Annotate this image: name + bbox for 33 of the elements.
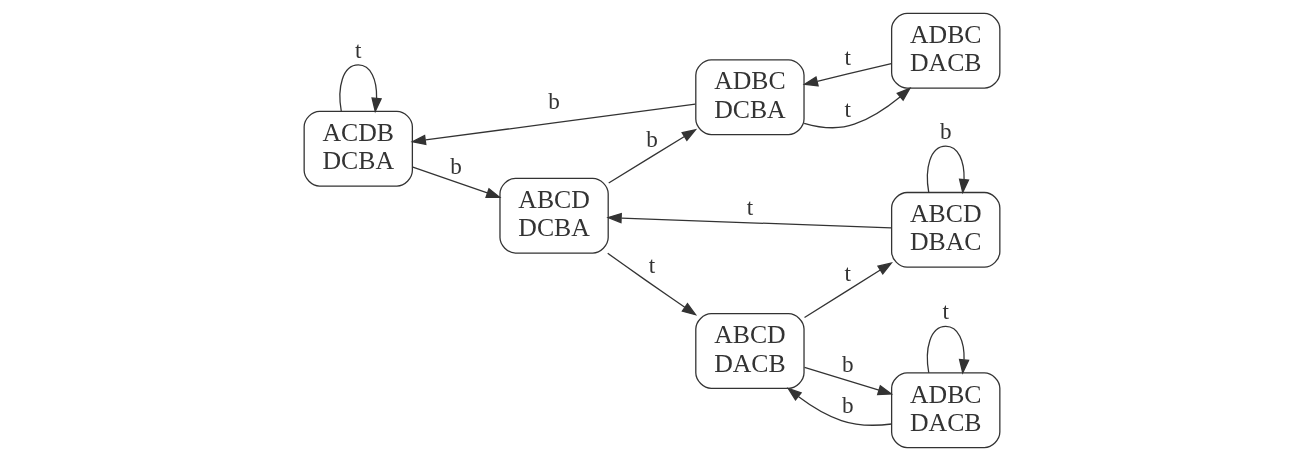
edge-label: b [548, 88, 560, 115]
edge-label: b [842, 392, 854, 419]
arrow [926, 325, 970, 375]
edge-label: b [646, 125, 658, 152]
node-box: ABCD DCBA [499, 177, 609, 254]
arrow [803, 87, 912, 129]
arrow [410, 103, 696, 146]
edge-label: t [355, 36, 362, 63]
arrow [339, 64, 383, 114]
arrow [803, 262, 893, 319]
arrow [803, 366, 894, 396]
edge-label: t [844, 96, 852, 122]
node-box: ABCD DACB [695, 312, 805, 389]
node-box: ADBC DACB [891, 372, 1001, 449]
arrow [802, 62, 892, 87]
arrow [786, 387, 893, 426]
edge-label: b [842, 351, 854, 378]
edge-label: t [844, 44, 852, 71]
node-box: ADBC DACB [891, 12, 1001, 89]
arrow [412, 166, 502, 198]
node-box: ACDB DCBA [303, 110, 413, 187]
edge-label: t [942, 298, 949, 325]
edge-label: t [746, 193, 754, 220]
edge-label: b [450, 152, 462, 179]
arrow [606, 212, 892, 229]
edge-label: t [844, 259, 852, 286]
node-box: ABCD DBAC [891, 191, 1001, 268]
arrow [607, 252, 698, 316]
arrow [926, 145, 970, 195]
edge-label: b [939, 117, 952, 144]
edge-label: t [648, 251, 656, 278]
node-box: ADBC DCBA [695, 59, 805, 136]
arrow [608, 128, 698, 184]
